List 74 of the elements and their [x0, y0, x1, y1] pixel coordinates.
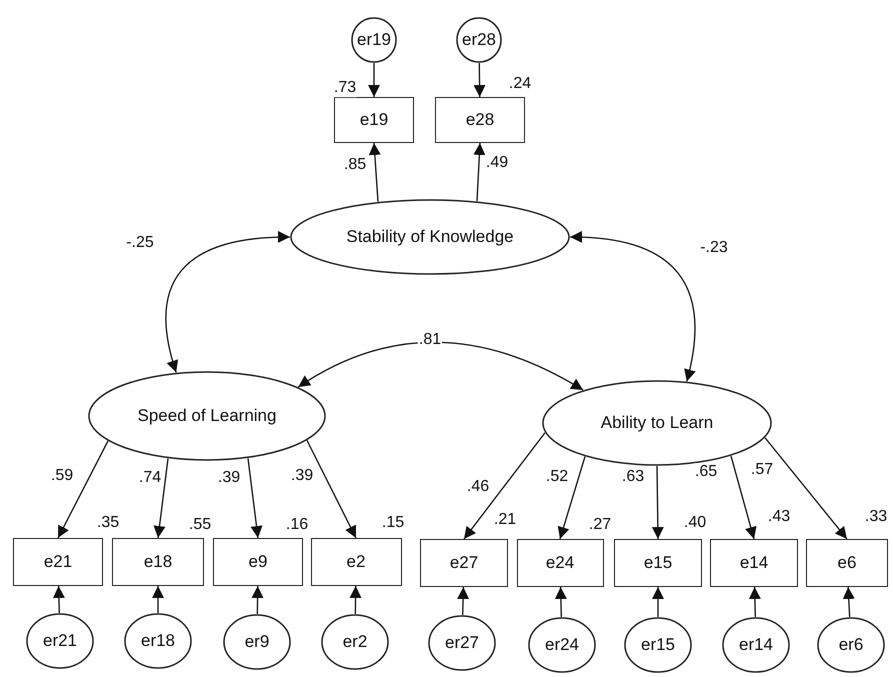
variable-label: e2	[346, 552, 366, 572]
error-term-circle	[817, 617, 885, 673]
error-term-circle	[26, 613, 94, 669]
variable-label: er2	[342, 632, 368, 652]
variable-label: er27	[444, 633, 480, 653]
covariance-arrow	[570, 231, 696, 382]
observed-variable-box	[334, 97, 414, 143]
error-term-circle	[456, 17, 502, 63]
variable-label: Speed of Learning	[138, 406, 276, 426]
arrow	[473, 142, 486, 202]
arrow	[368, 142, 381, 202]
arrow	[652, 587, 664, 617]
arrow	[350, 586, 362, 614]
arrow	[57, 440, 109, 538]
error-term-circle	[124, 613, 192, 669]
observed-variable-box	[310, 538, 402, 586]
arrow	[652, 466, 664, 539]
latent-variable-ellipse	[88, 371, 326, 461]
variable-label: e21	[44, 552, 72, 572]
variable-label: er14	[738, 635, 774, 655]
observed-variable-box	[213, 538, 303, 586]
observed-variable-box	[435, 97, 525, 143]
variable-label: e19	[360, 110, 388, 130]
variable-label: e28	[466, 110, 494, 130]
variable-label: er15	[640, 635, 676, 655]
variable-label: e14	[740, 553, 768, 573]
latent-variable-ellipse	[290, 199, 570, 275]
error-term-circle	[321, 614, 389, 670]
variable-label: er18	[140, 631, 176, 651]
arrow	[152, 586, 164, 613]
observed-variable-box	[516, 539, 604, 587]
arrow	[247, 458, 262, 538]
arrow	[474, 63, 486, 97]
arrow	[842, 586, 855, 618]
variable-label: er24	[544, 635, 580, 655]
error-term-circle	[722, 617, 790, 673]
error-term-circle	[223, 614, 291, 670]
error-term-circle	[624, 617, 692, 673]
error-term-circle	[428, 615, 496, 671]
variable-label: e27	[450, 553, 478, 573]
covariance-arrow	[165, 231, 290, 373]
arrow	[457, 586, 470, 616]
error-term-circle	[528, 617, 596, 673]
arrow	[748, 586, 761, 618]
arrow	[252, 586, 264, 614]
error-term-circle	[351, 17, 397, 63]
variable-label: e9	[248, 552, 268, 572]
arrow	[558, 456, 586, 540]
observed-variable-box	[13, 538, 103, 586]
arrow	[463, 432, 546, 540]
arrow	[52, 586, 65, 614]
variable-label: er28	[462, 30, 496, 50]
observed-variable-box	[112, 538, 204, 586]
observed-variable-box	[614, 539, 702, 587]
variable-label: Ability to Learn	[600, 413, 714, 433]
observed-variable-box	[710, 539, 798, 587]
variable-label: Stability of Knowledge	[346, 227, 514, 247]
variable-label: e6	[838, 553, 856, 573]
variable-label: e24	[546, 553, 574, 573]
arrow	[306, 440, 357, 538]
arrow	[764, 437, 848, 540]
arrow	[368, 63, 380, 97]
variable-label: er19	[356, 30, 392, 50]
variable-label: er6	[838, 635, 864, 655]
arrow	[730, 456, 757, 540]
arrow	[154, 458, 169, 538]
variable-label: er9	[244, 632, 270, 652]
variable-label: e18	[144, 552, 172, 572]
variable-label: er21	[42, 631, 78, 651]
observed-variable-box	[420, 539, 508, 587]
covariance-arrow	[298, 342, 584, 391]
variable-label: e15	[644, 553, 672, 573]
arrow	[554, 586, 567, 618]
observed-variable-box	[806, 539, 888, 587]
